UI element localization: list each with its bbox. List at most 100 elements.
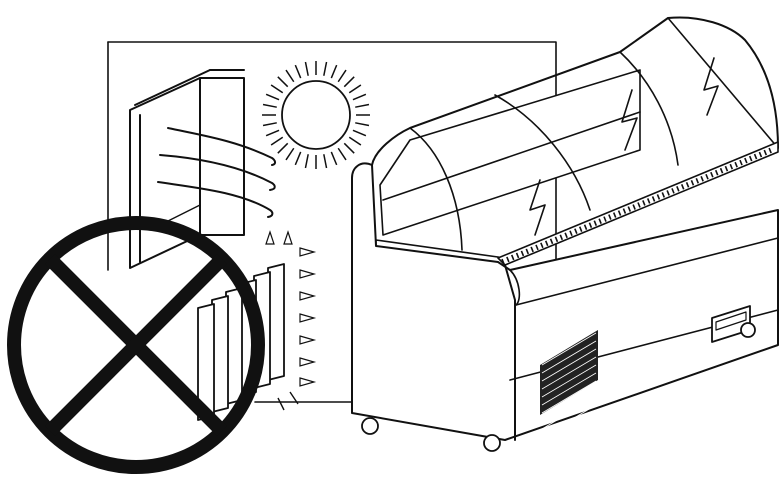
sun-ray <box>355 103 370 108</box>
deck-perforation <box>506 256 510 263</box>
wind-icon <box>157 127 276 218</box>
deck-perforation <box>646 198 651 204</box>
deck-perforation <box>608 214 612 220</box>
deck-perforation <box>705 173 709 180</box>
deck-perforation <box>525 248 530 255</box>
sun-ray <box>343 76 355 88</box>
heat-ray <box>299 247 317 257</box>
sun-ray <box>294 64 302 79</box>
sun-ray <box>330 64 338 79</box>
heat-icon <box>265 230 317 411</box>
deck-perforation <box>583 224 588 230</box>
deck-perforation <box>671 188 675 194</box>
sun-ray <box>343 142 355 154</box>
sun-ray <box>337 69 347 83</box>
deck-perforation <box>540 242 544 249</box>
deck-perforation <box>714 169 719 176</box>
deck-perforation <box>666 190 670 196</box>
deck-perforation <box>651 196 656 202</box>
sun-ray <box>352 129 367 137</box>
deck-perforation <box>510 254 515 261</box>
heat-ray <box>289 391 299 405</box>
deck-perforation <box>758 151 763 158</box>
deck-perforation <box>676 186 680 192</box>
heat-ray <box>299 335 317 345</box>
sun-ray <box>352 93 367 101</box>
sun-icon <box>262 61 370 169</box>
deck-perforation <box>535 244 539 251</box>
deck-perforation <box>617 210 622 216</box>
sun-ray <box>285 69 295 83</box>
deck-perforation <box>515 252 520 259</box>
grille-slat <box>541 396 597 430</box>
sun-ray <box>277 142 289 154</box>
deck-perforation <box>642 200 646 206</box>
deck-perforation <box>598 218 602 224</box>
deck-perforation <box>739 159 743 166</box>
deck-perforation <box>544 240 549 247</box>
grille-slat <box>541 404 597 438</box>
deck-perforation <box>559 234 564 241</box>
grille-slat <box>541 348 597 382</box>
sun-ray <box>337 147 347 161</box>
sun-ray <box>348 136 362 146</box>
deck-perforation <box>578 226 583 233</box>
deck-perforation <box>627 206 632 212</box>
deck-perforation <box>690 180 695 186</box>
sun-ray <box>270 84 284 94</box>
deck-perforation <box>632 204 636 210</box>
sun-ray <box>330 151 338 166</box>
deck-perforation <box>637 202 641 208</box>
sun-ray <box>304 154 309 169</box>
deck-perforation <box>520 250 525 257</box>
grille-slat <box>541 356 597 390</box>
deck-perforation <box>574 228 578 235</box>
heat-ray <box>299 291 317 301</box>
display-case-icon <box>351 16 779 452</box>
deck-perforation <box>710 171 714 178</box>
sun-ray <box>348 84 362 94</box>
deck-perforation <box>768 147 772 154</box>
sun-ray <box>262 122 277 127</box>
sun-ray <box>304 61 309 76</box>
prohibited-icon <box>7 216 265 474</box>
deck-perforation <box>661 192 666 198</box>
heat-ray <box>277 397 285 411</box>
sun-ray <box>265 129 280 137</box>
deck-perforation <box>724 165 729 172</box>
sun-ray <box>277 76 289 88</box>
deck-perforation <box>729 163 734 170</box>
deck-perforation <box>734 161 738 168</box>
sun-ray <box>265 93 280 101</box>
deck-perforation <box>612 212 617 218</box>
deck-perforation <box>719 167 724 174</box>
sun-ray <box>262 103 277 108</box>
deck-perforation <box>622 208 627 214</box>
deck-perforation <box>748 155 753 162</box>
heat-ray <box>299 357 317 367</box>
grille-slat <box>541 364 597 398</box>
deck-perforation <box>588 222 593 228</box>
deck-perforation <box>501 258 505 265</box>
deck-perforation <box>564 232 568 239</box>
grille-slat <box>541 340 597 374</box>
deck-perforation <box>549 238 554 245</box>
deck-perforation <box>763 149 768 156</box>
deck-perforation <box>530 246 534 253</box>
sun-ray <box>323 154 328 169</box>
heat-ray <box>299 313 317 323</box>
heat-ray <box>299 269 317 279</box>
deck-perforation <box>603 216 607 222</box>
heat-ray <box>265 230 275 245</box>
deck-perforation <box>753 153 758 160</box>
sun-ray <box>323 61 328 76</box>
sun-ray <box>270 136 284 146</box>
deck-perforation <box>593 220 598 226</box>
deck-perforation <box>744 157 748 164</box>
grille-slat <box>541 372 597 406</box>
deck-perforation <box>569 230 573 237</box>
deck-perforation <box>554 236 559 243</box>
deck-perforation <box>695 177 700 184</box>
